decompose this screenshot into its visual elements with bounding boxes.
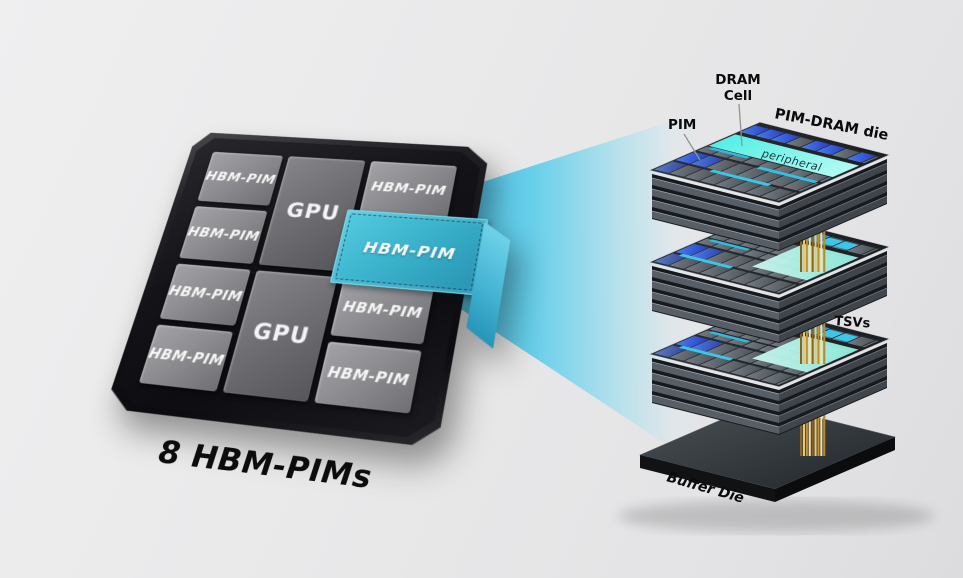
block-label: HBM-PIM — [146, 345, 227, 370]
pim-leader-line — [683, 133, 701, 161]
hbm-pim-block: HBM-PIM — [314, 342, 422, 414]
block-label: HBM-PIM — [341, 298, 424, 323]
dram-label: DRAM — [715, 72, 760, 88]
die-stack-illustration: PIM DRAM Cell PIM-DRAM die peripheral TS… — [618, 72, 934, 532]
block-label: HBM-PIM — [203, 168, 278, 188]
hbm-pim-block: HBM-PIM — [160, 264, 251, 326]
chip-package: HBM-PIM HBM-PIM HBM-PIM HBM-PIM GPU GPU … — [105, 132, 511, 448]
block-label: GPU — [283, 198, 343, 225]
pim-label: PIM — [668, 117, 696, 133]
block-label: HBM-PIM — [185, 224, 262, 245]
block-label: GPU — [250, 318, 313, 350]
block-label: HBM-PIM — [325, 363, 411, 391]
buffer-die-shadow — [618, 500, 934, 532]
hbm-pim-block: HBM-PIM — [359, 161, 457, 218]
cell-label: Cell — [724, 88, 752, 104]
buffer-die-plate — [639, 402, 896, 502]
hbm-pim-block: HBM-PIM — [179, 206, 267, 264]
pim-dram-die-stack-top — [650, 122, 890, 251]
dram-cell-leader-line — [738, 103, 743, 147]
block-label: HBM-PIM — [369, 179, 448, 199]
tsvs-label: TSVs — [834, 314, 871, 331]
hbm-pim-block: HBM-PIM — [197, 152, 283, 206]
chip-caption: 8 HBM-PIMs — [156, 434, 374, 496]
highlighted-hbm-pim-block: HBM-PIM — [329, 209, 511, 349]
block-label: HBM-PIM — [166, 282, 245, 306]
